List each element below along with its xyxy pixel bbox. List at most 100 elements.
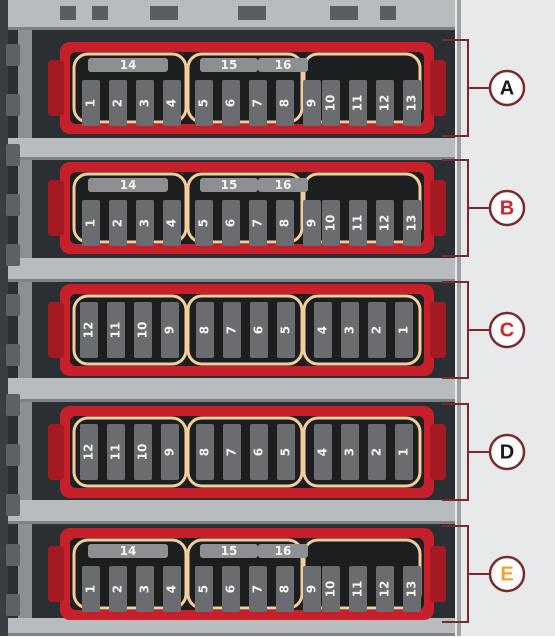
fuse-label-10: 10 xyxy=(324,95,338,112)
fuse-label-5: 5 xyxy=(279,448,293,456)
fuse-label-11: 11 xyxy=(109,322,123,339)
relay-label-16: 16 xyxy=(275,178,292,192)
top-clip-3 xyxy=(238,6,266,20)
rail-tab-1 xyxy=(6,94,20,116)
fuse-label-3: 3 xyxy=(138,99,152,107)
relay-slot-16 xyxy=(258,544,308,558)
fuse-slot-6 xyxy=(222,566,240,612)
fuse-slot-13 xyxy=(403,200,421,246)
relay-label-16: 16 xyxy=(275,544,292,558)
fuse-group-outline-1 xyxy=(72,416,188,488)
fuse-slot-10 xyxy=(322,80,340,126)
fuse-group-outline-2 xyxy=(186,52,304,124)
left-outer-edge xyxy=(0,0,8,636)
fuse-label-2: 2 xyxy=(370,326,384,334)
fuse-slot-4 xyxy=(163,566,181,612)
fuse-label-10: 10 xyxy=(324,581,338,598)
relay-label-15: 15 xyxy=(221,178,238,192)
callout-circle-d xyxy=(488,433,526,471)
rail-tab-6 xyxy=(6,344,20,366)
fuse-slot-6 xyxy=(250,424,268,480)
relay-slot-16 xyxy=(258,178,308,192)
fuse-slot-9 xyxy=(303,566,321,612)
separator-rail-shadow-0 xyxy=(8,27,455,30)
module-left-latch xyxy=(48,302,64,358)
fuse-label-1: 1 xyxy=(397,448,411,456)
fuse-slot-1 xyxy=(82,566,100,612)
fuse-slot-6 xyxy=(222,80,240,126)
rail-tab-5 xyxy=(6,294,20,316)
top-clip-1 xyxy=(92,6,108,20)
fuse-slot-5 xyxy=(195,80,213,126)
fuse-label-5: 5 xyxy=(197,219,211,227)
fuse-label-8: 8 xyxy=(278,219,292,227)
fuse-slot-12 xyxy=(80,424,98,480)
relay-slot-15 xyxy=(200,544,258,558)
fuse-label-2: 2 xyxy=(370,448,384,456)
fuse-label-6: 6 xyxy=(224,99,238,107)
fuse-label-9: 9 xyxy=(305,99,319,107)
fuse-group-outline-3 xyxy=(302,294,422,366)
fuse-group-outline-2 xyxy=(186,172,304,244)
fuse-label-12: 12 xyxy=(378,581,392,598)
fuse-label-9: 9 xyxy=(163,326,177,334)
relay-slot-15 xyxy=(200,178,258,192)
fuse-label-1: 1 xyxy=(84,99,98,107)
fuse-label-7: 7 xyxy=(251,585,265,593)
fuse-slot-2 xyxy=(109,80,127,126)
fuse-slot-4 xyxy=(163,80,181,126)
module-left-latch xyxy=(48,424,64,480)
fuse-slot-11 xyxy=(107,302,125,358)
fuse-label-11: 11 xyxy=(351,581,365,598)
relay-slot-14 xyxy=(88,58,168,72)
fuse-slot-1 xyxy=(395,424,413,480)
fuse-label-6: 6 xyxy=(224,219,238,227)
relay-label-15: 15 xyxy=(221,544,238,558)
fuse-label-6: 6 xyxy=(252,448,266,456)
fuse-slot-3 xyxy=(136,80,154,126)
rail-tab-10 xyxy=(6,544,20,566)
module-right-latch xyxy=(430,546,446,602)
fuse-slot-5 xyxy=(195,200,213,246)
fuse-label-9: 9 xyxy=(305,585,319,593)
fuse-slot-5 xyxy=(277,424,295,480)
fuse-slot-7 xyxy=(223,302,241,358)
fuse-slot-2 xyxy=(109,566,127,612)
fuse-label-3: 3 xyxy=(138,219,152,227)
fuse-slot-9 xyxy=(161,424,179,480)
fuse-slot-1 xyxy=(395,302,413,358)
fuse-slot-12 xyxy=(376,200,394,246)
fuse-slot-10 xyxy=(134,302,152,358)
fuse-label-12: 12 xyxy=(378,215,392,232)
module-left-latch xyxy=(48,546,64,602)
module-right-latch xyxy=(430,424,446,480)
fuse-group-outline-1 xyxy=(72,172,188,244)
fuse-label-4: 4 xyxy=(165,585,179,593)
fuse-label-13: 13 xyxy=(405,581,419,598)
fuse-slot-11 xyxy=(349,566,367,612)
fuse-slot-2 xyxy=(368,302,386,358)
fuse-slot-5 xyxy=(195,566,213,612)
fuse-label-8: 8 xyxy=(278,585,292,593)
fuse-group-outline-1 xyxy=(72,538,188,610)
fuse-slot-3 xyxy=(136,200,154,246)
fuse-label-11: 11 xyxy=(351,215,365,232)
separator-rail-shadow-5 xyxy=(8,633,455,636)
fuse-label-7: 7 xyxy=(225,448,239,456)
separator-rail-shadow-2 xyxy=(8,279,455,282)
separator-rail-5 xyxy=(8,618,455,636)
fuse-slot-6 xyxy=(222,200,240,246)
separator-rail-shadow-4 xyxy=(8,521,455,524)
fuse-label-10: 10 xyxy=(136,322,150,339)
module-left-latch xyxy=(48,180,64,236)
fuse-label-13: 13 xyxy=(405,215,419,232)
fuse-label-7: 7 xyxy=(251,99,265,107)
relay-slot-14 xyxy=(88,178,168,192)
fuse-label-8: 8 xyxy=(278,99,292,107)
fuse-slot-1 xyxy=(82,80,100,126)
fuse-slot-11 xyxy=(107,424,125,480)
fuse-label-7: 7 xyxy=(225,326,239,334)
